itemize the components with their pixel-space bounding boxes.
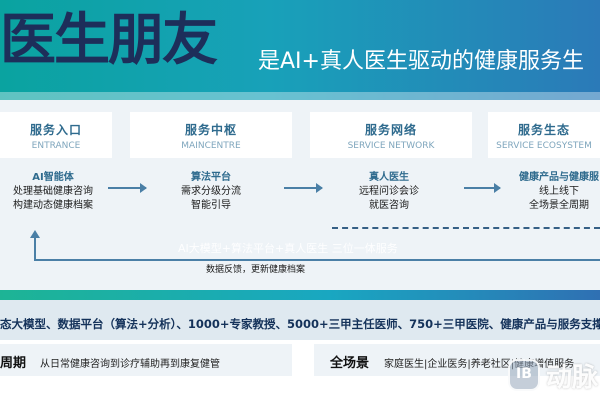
gradient-strip xyxy=(0,290,600,300)
stage-title: 服务生态 xyxy=(517,123,570,137)
stage-heading: 算法平台 xyxy=(191,172,231,183)
stage-title: 服务中枢 xyxy=(184,123,237,137)
stage-ecosystem-body: 健康产品与健康服 线上线下 全场景全周期 xyxy=(484,170,600,213)
full-cycle-title: 周期 xyxy=(0,356,27,371)
full-scene-desc: 家庭医生|企业医务|养老社区|健康增值服务 xyxy=(384,359,575,370)
stage-maincentre-body: 算法平台 需求分级分流 智能引导 xyxy=(136,170,286,213)
feedback-label: 数据反馈，更新健康档案 xyxy=(206,265,306,275)
banner-slogan: 是AI+真人医生驱动的健康服务生 xyxy=(258,49,584,74)
top-banner: 医生朋友 是AI+真人医生驱动的健康服务生 xyxy=(0,0,600,100)
watermark-text: 动脉 xyxy=(546,363,599,393)
overlay-caption: AI大模型+算法平台+真人医生 三位一体服务 xyxy=(178,242,398,255)
flow-arrow-right-icon xyxy=(464,183,501,193)
flow-arrow-right-icon xyxy=(108,183,147,193)
stage-line: 构建动态健康档案 xyxy=(13,200,93,211)
brand-logo-text: 医生朋友 xyxy=(0,8,218,73)
stage-entrance-body: AI智能体 处理基础健康咨询 构建动态健康档案 xyxy=(0,170,128,213)
stage-entrance-header: 服务入口 ENTRANCE xyxy=(0,112,112,158)
resources-bar: 态大模型、数据平台（算法+分析）、1000+专家教授、5000+三甲主任医师、7… xyxy=(0,300,600,340)
banner-band xyxy=(0,92,600,100)
stage-maincentre-header: 服务中枢 MAINCENTRE xyxy=(130,112,292,158)
dashed-divider xyxy=(332,227,600,229)
stage-title: 服务入口 xyxy=(29,123,82,137)
stage-line: 智能引导 xyxy=(191,200,231,211)
stage-subtitle: SERVICE NETWORK xyxy=(347,141,435,151)
stage-heading: 真人医生 xyxy=(369,172,409,183)
stage-heading: 健康产品与健康服 xyxy=(519,172,599,183)
stage-heading: AI智能体 xyxy=(32,172,74,183)
feedback-arrow-up-icon xyxy=(30,230,40,238)
bottom-section: 周期 从日常健康咨询到诊疗辅助再到康复健管 全场景 家庭医生|企业医务|养老社区… xyxy=(0,340,600,400)
stage-line: 就医咨询 xyxy=(369,200,409,211)
stage-subtitle: MAINCENTRE xyxy=(181,141,241,151)
service-flow-area: 服务入口 ENTRANCE 服务中枢 MAINCENTRE 服务网络 SERVI… xyxy=(0,100,600,290)
full-scene-title: 全场景 xyxy=(330,356,370,371)
stage-subtitle: SERVICE ECOSYSTEM xyxy=(496,141,592,151)
resources-text: 态大模型、数据平台（算法+分析）、1000+专家教授、5000+三甲主任医师、7… xyxy=(0,317,600,331)
stage-title: 服务网络 xyxy=(364,123,417,137)
feedback-loop-line xyxy=(34,235,600,261)
stage-line: 线上线下 xyxy=(539,186,579,197)
flow-arrow-right-icon xyxy=(284,183,323,193)
stage-line: 处理基础健康咨询 xyxy=(13,186,93,197)
stage-line: 需求分级分流 xyxy=(181,186,241,197)
ib-logo-icon xyxy=(508,359,540,391)
stage-network-body: 真人医生 远程问诊会诊 就医咨询 xyxy=(314,170,464,213)
stage-network-header: 服务网络 SERVICE NETWORK xyxy=(310,112,472,158)
watermark: 动脉 xyxy=(506,355,600,395)
stage-line: 全场景全周期 xyxy=(529,200,589,211)
stage-line: 远程问诊会诊 xyxy=(359,186,419,197)
stage-ecosystem-header: 服务生态 SERVICE ECOSYSTEM xyxy=(488,112,600,158)
full-cycle-card: 周期 从日常健康咨询到诊疗辅助再到康复健管 xyxy=(0,344,292,376)
full-cycle-desc: 从日常健康咨询到诊疗辅助再到康复健管 xyxy=(40,359,220,370)
full-scene-card: 全场景 家庭医生|企业医务|养老社区|健康增值服务 xyxy=(314,344,600,376)
stage-subtitle: ENTRANCE xyxy=(31,141,81,151)
